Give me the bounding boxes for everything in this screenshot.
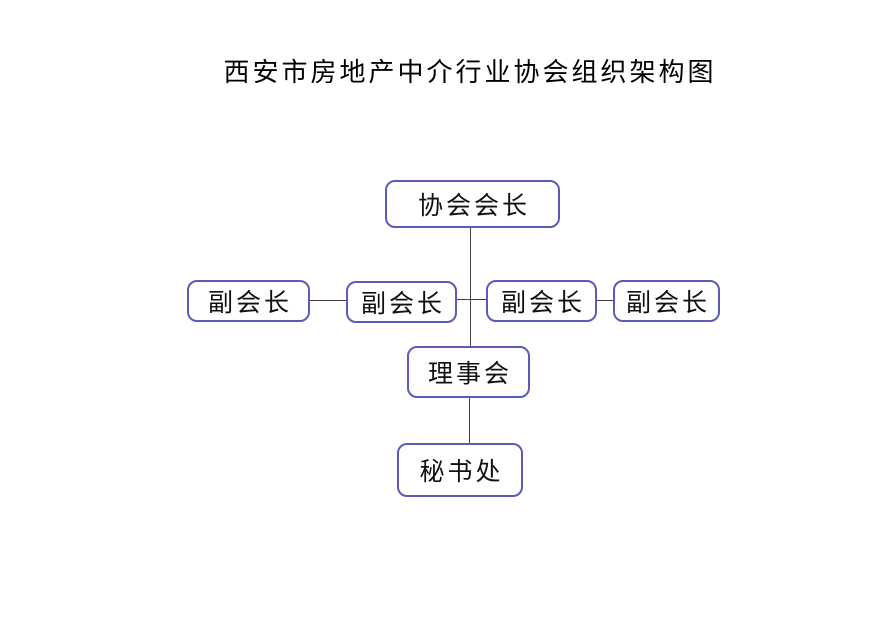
org-node-president: 协会会长 [385, 180, 560, 228]
org-node-vice-president-4: 副会长 [613, 280, 720, 322]
org-node-council: 理事会 [407, 346, 530, 398]
org-node-label: 协会会长 [417, 193, 530, 220]
org-node-vice-president-3: 副会长 [486, 280, 597, 322]
org-node-vice-president-1: 副会长 [187, 280, 310, 322]
connector-line-council-to-secretariat [469, 398, 470, 443]
org-node-label: 副会长 [625, 290, 710, 317]
connector-line-vp2-to-vp3 [457, 299, 486, 300]
org-node-label: 秘书处 [419, 459, 504, 486]
connector-line-vp1-to-vp2 [310, 300, 346, 301]
org-node-label: 副会长 [500, 290, 585, 317]
org-node-vice-president-2: 副会长 [346, 281, 457, 323]
org-node-label: 理事会 [427, 361, 512, 388]
org-node-label: 副会长 [207, 290, 292, 317]
org-node-secretariat: 秘书处 [397, 443, 523, 497]
org-chart-title: 西安市房地产中介行业协会组织架构图 [223, 58, 717, 87]
connector-line-vp3-to-vp4 [597, 300, 613, 301]
connector-line-president-to-council [470, 228, 471, 346]
org-node-label: 副会长 [360, 291, 445, 318]
